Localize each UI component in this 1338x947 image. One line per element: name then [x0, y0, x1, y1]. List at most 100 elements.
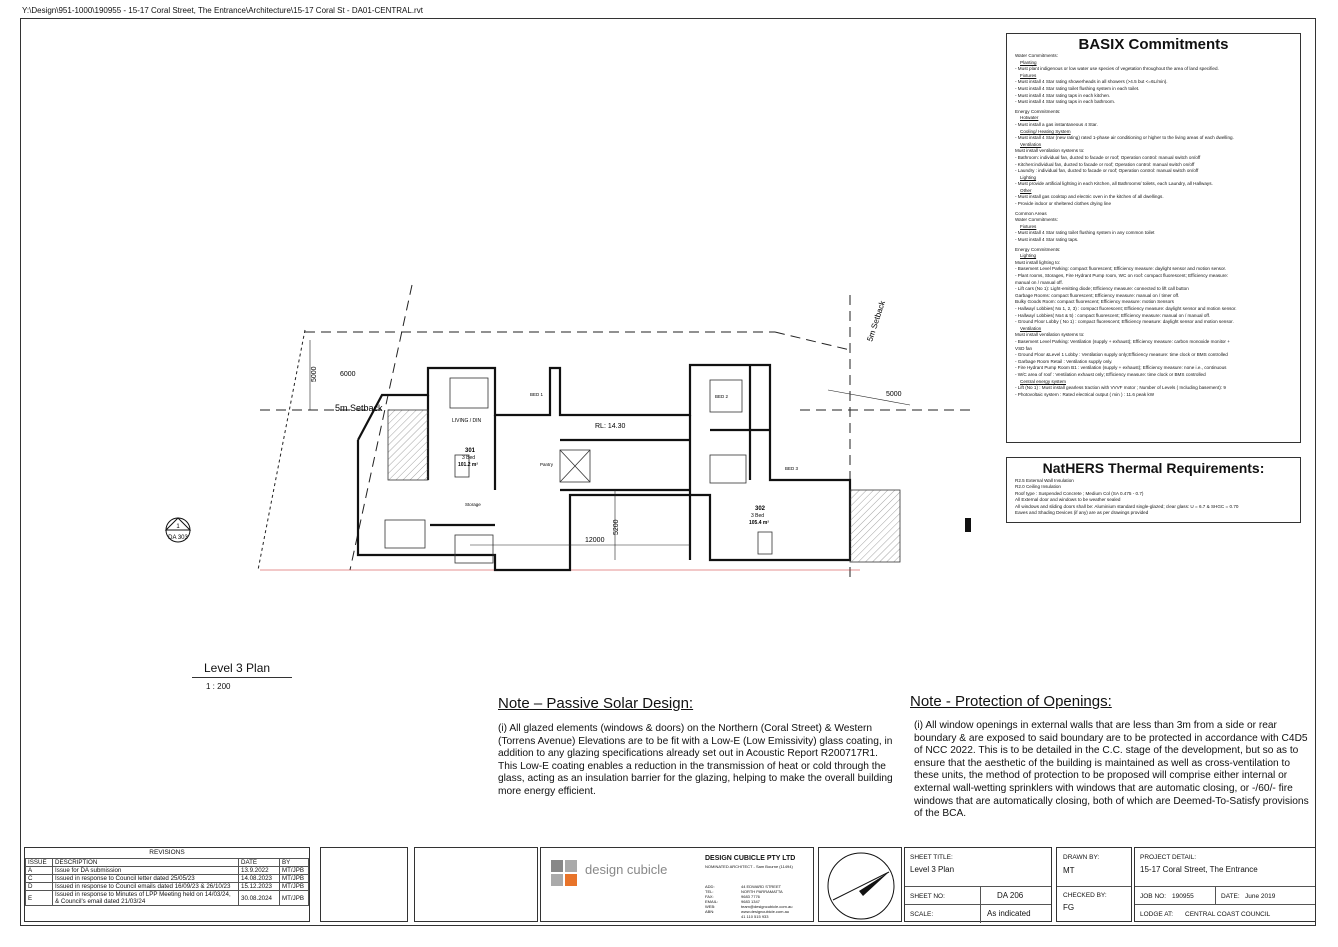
firm-box: design cubicle DESIGN CUBICLE PTY LTD NO… [540, 847, 814, 922]
contact-label: WEB: [705, 904, 716, 909]
divider [980, 886, 981, 923]
divider [905, 904, 1051, 905]
firm-logo-text: design cubicle [585, 862, 668, 877]
unit-301-number: 301 [465, 448, 476, 454]
table-cell: 14.08.2023 [238, 874, 280, 883]
table-cell: C [25, 874, 53, 883]
sheet-info-box: SHEET TITLE: Level 3 Plan SHEET NO: DA 2… [904, 847, 1052, 923]
unit-302-type: 3 Bed [751, 513, 764, 519]
contact-label: ADD: [705, 884, 715, 889]
plan-scale: 1 : 200 [206, 682, 231, 691]
basix-line: Ventilation [1020, 325, 1042, 331]
nathers-line: R2.5 External Wall Insulation [1015, 478, 1074, 483]
revisions-title: REVISIONS [149, 849, 185, 856]
basix-line: Fixtures [1020, 223, 1037, 229]
basix-line: - Ground Floor &Level 1 Lobby : Ventilat… [1015, 352, 1228, 358]
basix-line: - Basement Level Parking: Ventilation (s… [1015, 338, 1230, 344]
basix-line: Other [1020, 187, 1032, 193]
col-issue: ISSUE [25, 858, 53, 867]
bed-label: BED 1 [530, 392, 544, 397]
revisions-header-row: ISSUE DESCRIPTION DATE BY [25, 858, 309, 867]
basix-commitments-box: BASIX Commitments Water Commitments:Plan… [1006, 33, 1301, 443]
sheet-border [20, 18, 1316, 926]
plan-title: Level 3 Plan [204, 661, 271, 675]
basix-line: Bulky Goods Room: compact fluorescent; E… [1015, 299, 1174, 305]
table-cell: 13.9.2022 [238, 866, 280, 875]
table-cell: A [25, 866, 53, 875]
table-cell: Issued in response to Minutes of LPP Mee… [52, 890, 239, 906]
nathers-line: All External door and windows to be weat… [1015, 497, 1121, 503]
contact-label: EMAIL: [705, 899, 719, 904]
basix-line: Must install ventilation systems to: [1015, 332, 1085, 338]
basix-line: - Basement Level Parking: compact fluore… [1015, 266, 1227, 272]
building-walls [356, 363, 852, 572]
basix-line: Lighting [1020, 253, 1037, 259]
basix-line: - Must install 4 Star rating toilet flus… [1015, 230, 1155, 236]
basix-line: Lighting [1020, 174, 1037, 180]
bed-label: BED 3 [785, 466, 799, 471]
table-cell: Issue for DA submission [52, 866, 239, 875]
dim-5000-left: 5000 [311, 366, 318, 382]
basix-line: - Hallway/ Lobbies( No 1, 2, 3) : compac… [1015, 305, 1237, 311]
bed-label: BED 2 [715, 394, 729, 399]
storage-label: Storage [465, 502, 481, 507]
contact-label: ABN: [705, 909, 715, 914]
divider [1057, 886, 1131, 887]
basix-line: Central energy system [1020, 378, 1066, 384]
basix-line: Must install lighting to: [1015, 259, 1061, 265]
basix-line: Water Commitments: [1015, 217, 1058, 223]
col-date: DATE [238, 858, 280, 867]
basix-line: - W/C area of roof : Ventilation exhaust… [1015, 371, 1206, 377]
table-cell: Issued in response to Council letter dat… [52, 874, 239, 883]
copyright-notes-box [414, 847, 538, 922]
dim-5000-right: 5000 [886, 391, 902, 398]
furniture [384, 377, 773, 564]
table-cell: 15.12.2023 [238, 882, 280, 891]
table-cell: MT/JPB [279, 866, 309, 875]
section-number: 1 [176, 524, 180, 530]
basix-line: - Ground Floor Lobby ( No 1) : compact f… [1015, 319, 1234, 325]
table-cell: E [25, 890, 53, 906]
basix-line: - Fire Hydrant Pump Room B1 : ventilatio… [1015, 365, 1227, 371]
sheet-title-label: SHEET TITLE: [910, 854, 953, 861]
table-cell: Issued in response to Council emails dat… [52, 882, 239, 891]
basix-line: - Must install 4 Star rating taps in eac… [1015, 99, 1116, 105]
basix-line: Ventilation [1020, 141, 1042, 147]
protection-title: Note - Protection of Openings: [910, 693, 1112, 710]
basix-line: - Must install a gas instantaneous 4 Sta… [1015, 121, 1098, 127]
table-cell: MT/JPB [279, 874, 309, 883]
basix-line: - Laundry : individual fan, ducted to fa… [1015, 168, 1199, 174]
basix-line: - Must plant indigenous or low water use… [1015, 66, 1219, 72]
drawn-checked-box: DRAWN BY: MT CHECKED BY: FG [1056, 847, 1132, 922]
contact-value: 9683 7776 [741, 894, 760, 899]
section-ref: DA 303 [168, 535, 188, 541]
lodge-label: LODGE AT: [1140, 911, 1174, 918]
north-point-box [818, 847, 902, 922]
dimension-lines [309, 340, 911, 560]
firm-nominated: NOMINATED ARCHITECT - Sam Bourne (11494) [705, 864, 793, 869]
table-cell: MT/JPB [279, 890, 309, 906]
project-label: PROJECT DETAIL: [1140, 854, 1197, 861]
scale-label: SCALE: [910, 911, 934, 918]
drawn-by-label: DRAWN BY: [1063, 854, 1100, 861]
nathers-box: NatHERS Thermal Requirements: R2.5 Exter… [1006, 457, 1301, 523]
lodge-value: CENTRAL COAST COUNCIL [1185, 911, 1271, 918]
divider [1135, 904, 1315, 905]
table-cell: D [25, 882, 53, 891]
setback-left-label: 5m Setback [335, 403, 383, 413]
basix-line: - Must install 4 Star rating toilet flus… [1015, 85, 1140, 91]
basix-line: Water Commitments: [1015, 53, 1058, 58]
basix-line: - Kitchen:individual fan, ducted to faca… [1015, 161, 1195, 167]
basix-line: Energy Commitments: [1015, 246, 1061, 252]
north-arrow-icon [827, 852, 895, 920]
basix-line: - Garbage Room Retail : Ventilation supp… [1015, 358, 1113, 364]
pantry-label: Pantry [540, 462, 554, 467]
balconies [387, 409, 901, 563]
nathers-line: Roof type : Suspended Concrete ; Medium … [1015, 490, 1144, 496]
basix-line: - Bathroom: individual fan, ducted to fa… [1015, 154, 1201, 160]
